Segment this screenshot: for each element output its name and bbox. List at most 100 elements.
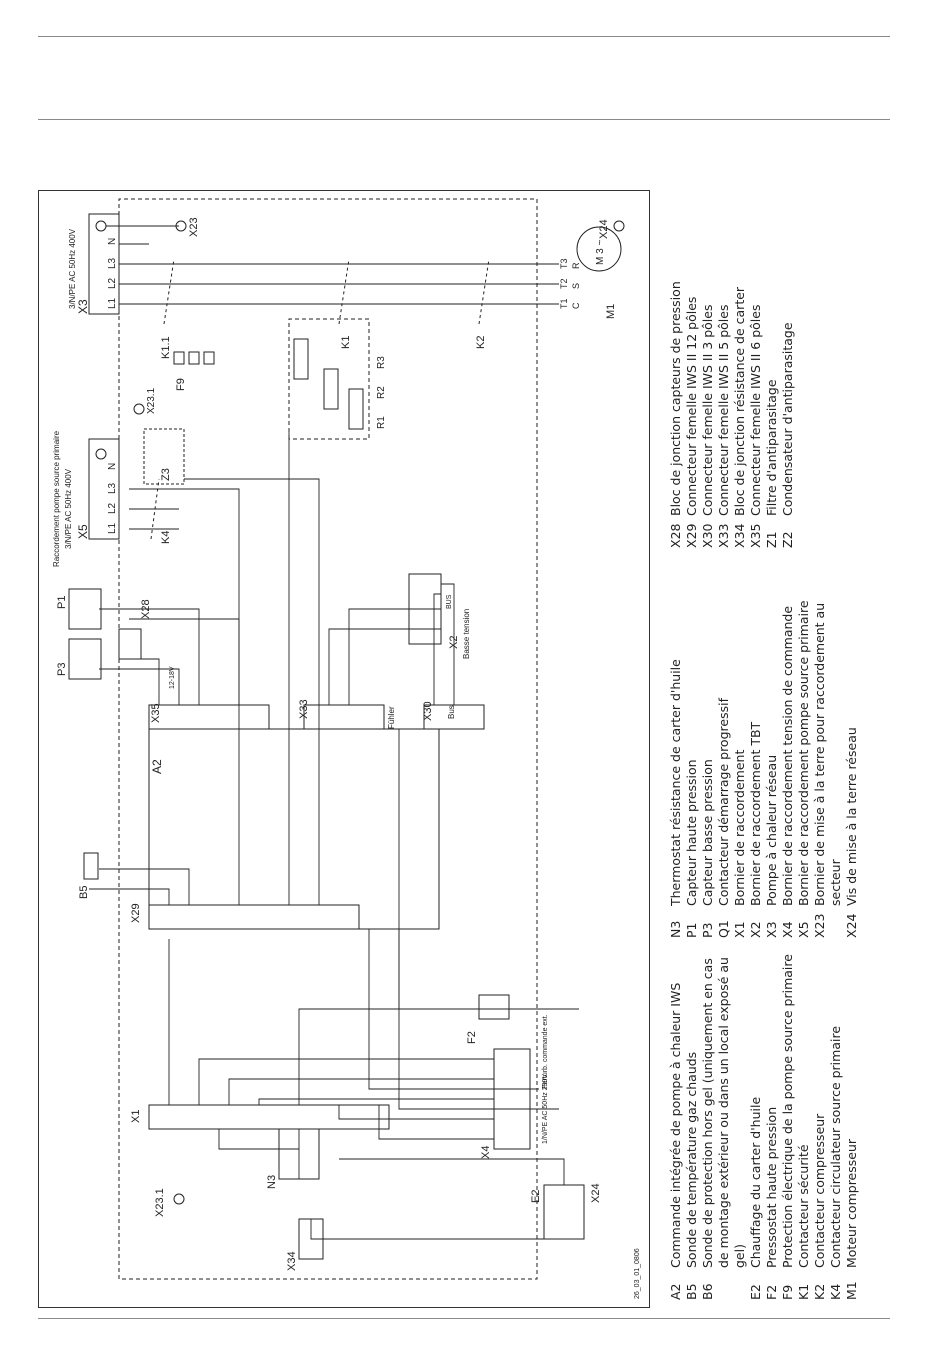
x3-terminal: L2 [107, 277, 118, 289]
basse-tension-label: Basse tension [462, 609, 471, 659]
svg-text:T3: T3 [559, 258, 569, 269]
m1-motor-icon [576, 226, 622, 272]
legend-desc: Sonde de protection hors gel (uniquement… [700, 957, 747, 1268]
legend-desc: Contacteur compresseur [812, 1113, 827, 1268]
legend-row: F9 Protection électrique de la pompe sour… [780, 950, 796, 1300]
legend-desc: Bornier de raccordement pompe source pri… [796, 600, 811, 906]
legend-code: X33 [716, 523, 731, 548]
svg-text:N: N [107, 463, 118, 470]
legend-desc: Bornier de raccordement [732, 749, 747, 906]
m1-label: M1 [605, 304, 617, 319]
svg-text:K1: K1 [340, 336, 352, 349]
fuhler-label: Fühler [387, 706, 396, 729]
x30-label: X30 [422, 701, 434, 721]
legend-desc: Pompe à chaleur réseau [764, 754, 779, 906]
n3-label: N3 [266, 1175, 278, 1189]
legend-desc: Pressostat haute pression [764, 1106, 779, 1268]
x3-earth-icon [95, 220, 107, 232]
x33-label: X33 [298, 699, 310, 719]
k1-contactor: K1 [338, 258, 352, 349]
x5-terminal-block [88, 438, 120, 540]
b5-sensor [83, 852, 99, 880]
svg-text:L3: L3 [107, 482, 118, 494]
svg-text:Z3: Z3 [160, 468, 172, 481]
x5-label: X5 [76, 524, 90, 539]
svg-text:K4: K4 [160, 531, 172, 544]
x5-terminals: L1 L2 L3 N [107, 463, 118, 534]
x3-label: X3 [76, 299, 90, 314]
legend-code: X3 [764, 921, 779, 938]
legend-row: X3 Pompe à chaleur réseau [764, 558, 780, 938]
x3-terminal: L1 [107, 297, 118, 309]
p1-sensor [68, 588, 102, 630]
legend-desc: Capteur basse pression [700, 759, 715, 906]
drawing-id: 26_03_01_0806 [634, 1248, 641, 1299]
legend-desc: Protection électrique de la pompe source… [780, 954, 795, 1268]
legend-code: X23 [812, 913, 827, 938]
legend-row: Z1 Filtre d'antiparasitage [764, 218, 780, 548]
x34-label: X34 [286, 1251, 298, 1271]
x29-label: X29 [130, 903, 142, 923]
svg-text:K2: K2 [475, 336, 487, 349]
svg-text:T2: T2 [559, 278, 569, 289]
k4-contactor: K4 [129, 478, 179, 544]
x35-label: X35 [150, 703, 162, 723]
legend-code: X4 [780, 921, 795, 938]
legend-desc: Connecteur femelle IWS II 5 pôles [716, 304, 731, 516]
phase-lines [119, 243, 559, 305]
x3-terminal: L3 [107, 257, 118, 269]
legend-code: Z2 [780, 531, 795, 548]
legend-code: Z1 [764, 531, 779, 548]
legend-code: K1 [796, 1283, 811, 1300]
e2-heater [543, 1184, 585, 1240]
legend-code: X30 [700, 523, 715, 548]
legend-desc: Sonde de température gaz chauds [684, 1051, 699, 1268]
footer-rule [38, 1318, 890, 1319]
bus-label: Bus [447, 705, 456, 719]
x4-terminal-block [493, 1048, 531, 1150]
x5-title: Raccordement pompe source primaire [52, 430, 61, 567]
legend-desc: Bornier de raccordement tension de comma… [780, 605, 795, 906]
legend-code: X29 [684, 523, 699, 548]
legend-row: X4 Bornier de raccordement tension de com… [780, 558, 796, 938]
legend-desc: Bornier de mise à la terre pour raccorde… [812, 602, 843, 906]
legend-code: X1 [732, 921, 747, 938]
legend-desc: Connecteur femelle IWS II 12 pôles [684, 296, 699, 516]
f2-label: F2 [466, 1031, 478, 1044]
svg-text:R2: R2 [376, 386, 387, 399]
legend-code: X34 [732, 523, 747, 548]
p3-label: P3 [56, 663, 68, 676]
legend-desc: Chauffage du carter d'huile [748, 1096, 763, 1268]
p3-sensor [68, 638, 102, 680]
unit-boundary [118, 198, 538, 1280]
legend-desc: Bloc de jonction capteurs de pression [668, 281, 683, 516]
legend-desc: Vis de mise à la terre réseau [844, 727, 859, 906]
x28-junction [118, 628, 142, 660]
wiring-diagram-rotated: L1 L2 L3 N X3 3/N/PE AC 50Hz 400V X23 K1… [39, 191, 651, 1309]
legend-desc: Contacteur circulateur source primaire [828, 1025, 843, 1268]
legend-code: M1 [844, 1281, 859, 1300]
legend-desc: Filtre d'antiparasitage [764, 379, 779, 516]
x23-1b-label: X23.1 [154, 1188, 166, 1217]
soft-starter-resistors: R1 R2 R3 [288, 318, 387, 440]
b5-label: B5 [78, 886, 90, 899]
legend-code: F9 [780, 1284, 795, 1300]
svg-text:K1.1: K1.1 [160, 336, 172, 359]
z3-filter: Z3 [143, 428, 185, 485]
legend-code: P1 [684, 922, 699, 939]
x23-1b-earth-icon [173, 1193, 185, 1205]
legend-code: X24 [844, 913, 859, 938]
x3-terminals: L1 L2 L3 N [107, 238, 118, 309]
legend-code: X2 [748, 921, 763, 938]
